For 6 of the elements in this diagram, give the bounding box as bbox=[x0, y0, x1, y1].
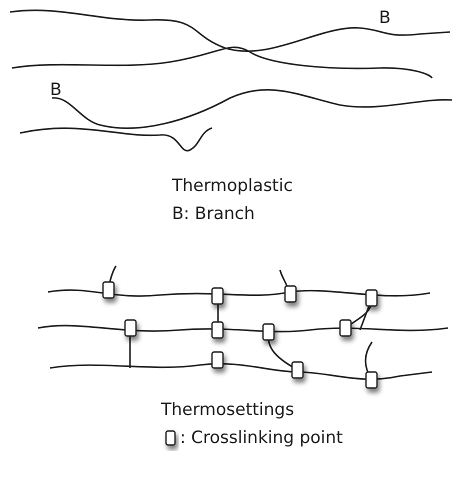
caption: Thermoplastic bbox=[172, 176, 293, 196]
branch-label: B bbox=[379, 8, 391, 28]
caption: Thermosettings bbox=[161, 400, 294, 420]
legend-text: B: Branch bbox=[172, 204, 255, 224]
legend-text: : Crosslinking point bbox=[180, 428, 343, 448]
branch-label: B bbox=[50, 80, 62, 100]
